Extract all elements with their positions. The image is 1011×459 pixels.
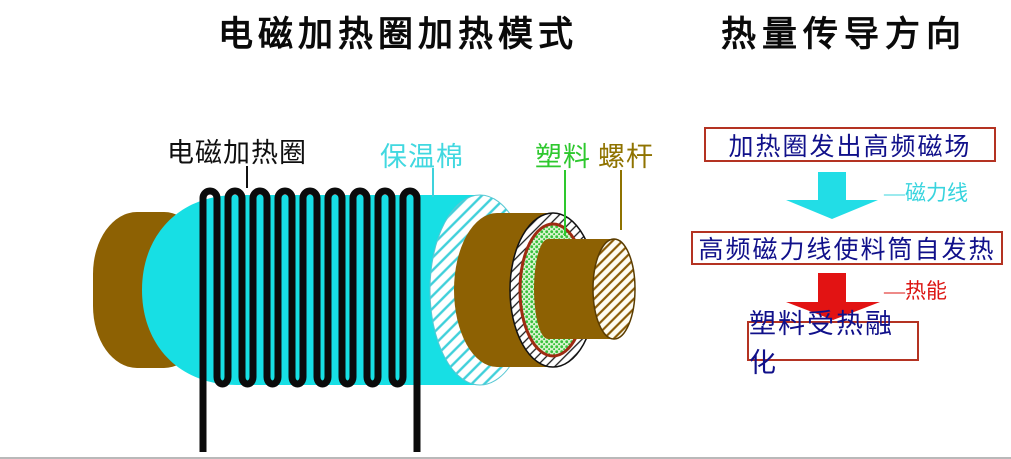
flow-box-magnetic-field: 加热圈发出高频磁场 <box>704 127 996 162</box>
leader-lines <box>246 166 622 236</box>
label-plastic: 塑料 <box>535 142 591 172</box>
screw-face <box>592 238 636 340</box>
label-screw: 螺杆 <box>598 142 654 172</box>
title-heating-mode: 电磁加热圈加热模式 <box>217 15 578 54</box>
screw <box>534 238 636 340</box>
label-heat-energy: —热能 <box>884 279 947 303</box>
heat-energy-down-arrow-icon <box>786 273 880 320</box>
flow-arrows <box>786 172 880 320</box>
label-insulation-cotton: 保温棉 <box>380 142 464 172</box>
title-heat-conduction: 热量传导方向 <box>720 15 967 54</box>
magnetic-lines-down-arrow-icon <box>786 172 878 219</box>
flow-box-barrel-self-heating: 高频磁力线使料筒自发热 <box>691 231 1003 265</box>
label-heating-coil: 电磁加热圈 <box>167 138 307 168</box>
insulation-jacket <box>142 195 480 385</box>
label-magnetic-lines: —磁力线 <box>884 181 968 205</box>
bottom-edge-line <box>0 457 1011 459</box>
heating-coil <box>199 187 421 452</box>
flow-box-plastic-melting: 塑料受热融化 <box>747 309 919 378</box>
